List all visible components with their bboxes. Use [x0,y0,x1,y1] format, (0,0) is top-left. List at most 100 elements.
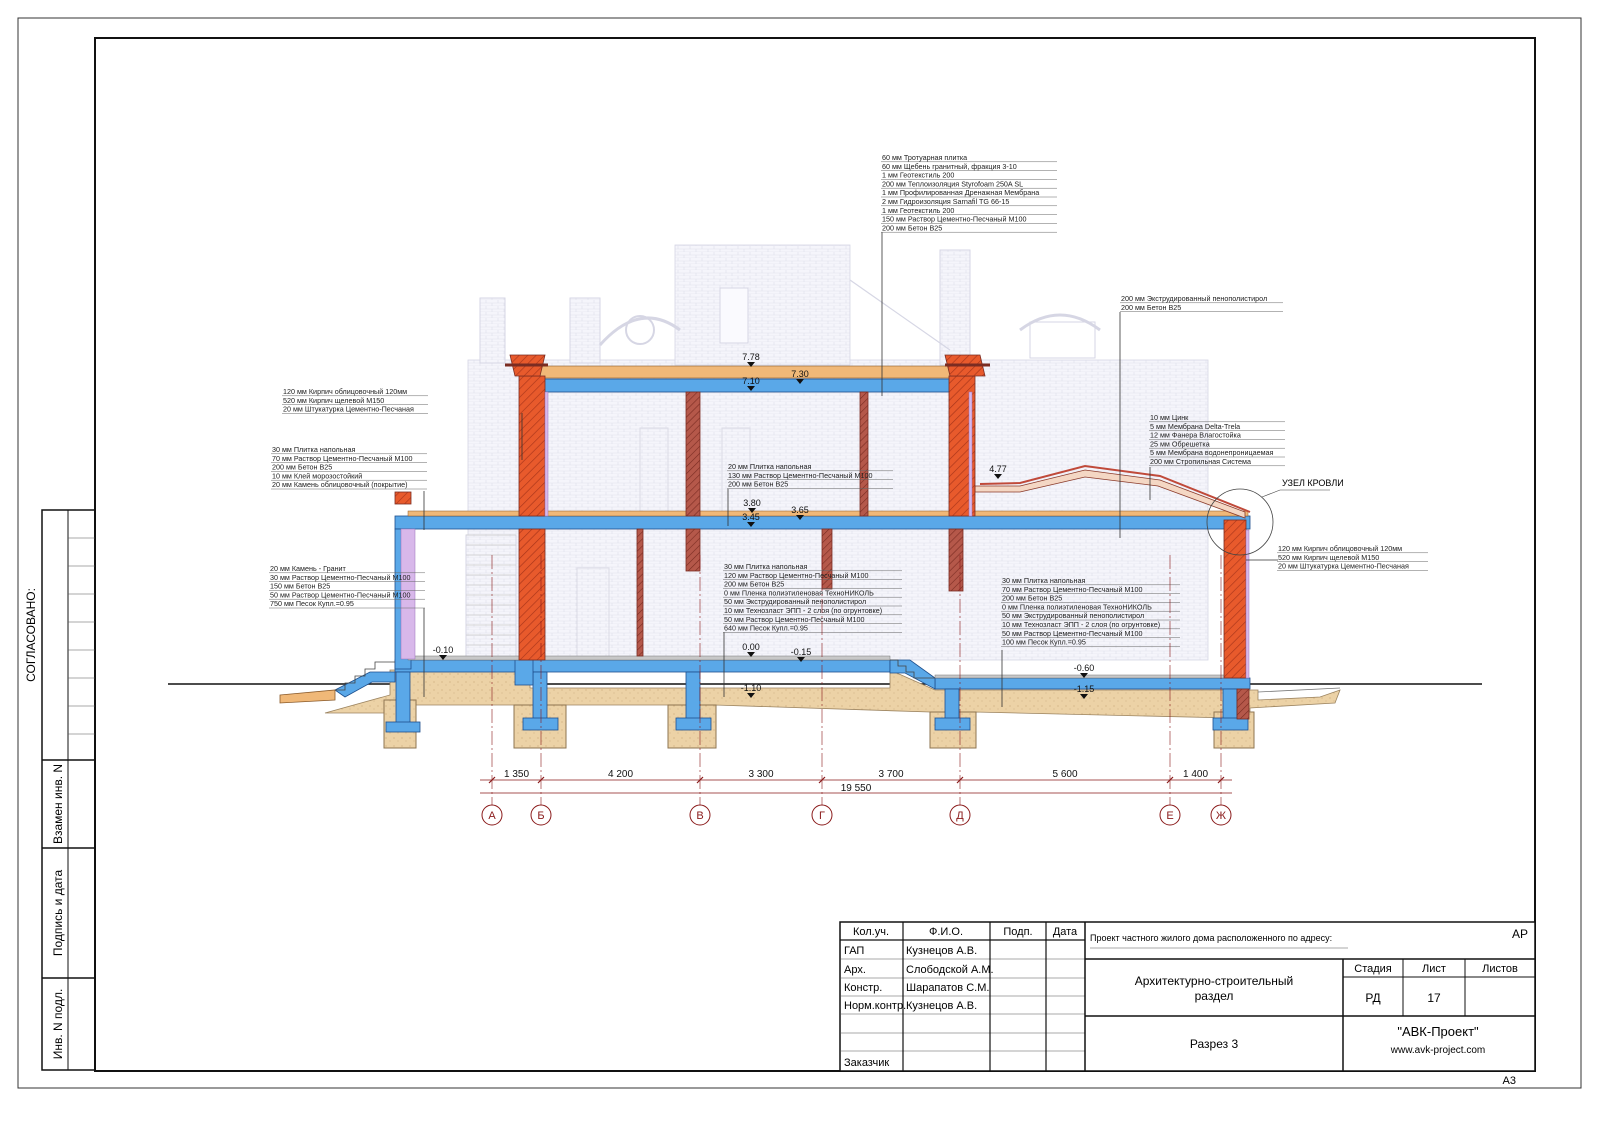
callout-line: 50 мм Экструдированный пенополистирол [1002,611,1144,620]
role-arch: Арх. [844,964,866,976]
axis-bubble [1159,804,1181,826]
axis-label: Е [1166,810,1173,822]
axis-label: Б [537,810,544,822]
callout-line: 100 мм Песок Купл.=0.95 [1002,638,1086,647]
sheet-value: 17 [1427,991,1441,1005]
callout-line: 30 мм Раствор Цементно-Песчаный М100 [270,573,410,582]
axis-bubble [949,804,971,826]
elevation-marker [747,652,755,657]
callout-line: 150 мм Раствор Цементно-Песчаный М100 [882,215,1026,224]
callout-line: 120 мм Кирпич облицовочный 120мм [1278,544,1402,553]
background-facade [465,244,1209,661]
axis-label: Ж [1216,810,1226,822]
dimension-segment: 4 200 [608,769,633,780]
elevation-label: 4.77 [989,464,1007,474]
callout-line: 10 мм Цинк [1150,413,1189,422]
company-site: www.avk-project.com [1390,1045,1485,1056]
drawing-name: Разрез 3 [1190,1037,1239,1051]
callout-line: 150 мм Бетон В25 [270,582,330,591]
callout-line: 50 мм Раствор Цементно-Песчаный М100 [270,590,410,599]
callout-line: 70 мм Раствор Цементно-Песчаный М100 [1002,585,1142,594]
callout-line: 10 мм Клей морозостойкий [272,471,362,480]
callout-line: 520 мм Кирпич щелевой М150 [1278,553,1379,562]
name-arch: Слободской А.М. [906,964,994,976]
callout-line: 200 мм Бетон В25 [1121,303,1181,312]
brick-walls [394,354,1250,720]
leader-lines [423,232,1278,707]
elevation-marker [747,362,755,367]
header-date: Дата [1053,926,1078,938]
callout-line: 20 мм Камень облицовочный (покрытие) [272,480,408,489]
elevation-marker [796,515,804,520]
callout-line: 200 мм Бетон В25 [1002,594,1062,603]
elevation-label: 3.80 [743,498,761,508]
elevation-label: -0.60 [1074,663,1095,673]
elevation-marker [1080,673,1088,678]
elevation-label: 0.00 [742,642,760,652]
role-constr: Констр. [844,982,882,994]
exterior-steps [279,534,1341,704]
elevation-marker [796,379,804,384]
header-name: Ф.И.О. [929,926,963,938]
callout-line: 130 мм Раствор Цементно-Песчаный М100 [728,471,872,480]
callout-line: 60 мм Щебень гранитный, фракция 3-10 [882,162,1017,171]
callout-line: 0 мм Пленка полиэтиленовая ТехноНИКОЛЬ [1002,602,1152,611]
callout-line: 20 мм Штукатурка Цементно-Песчаная [1278,562,1409,571]
elevation-marker [994,474,1002,479]
header-sign: Подп. [1003,926,1032,938]
elevation-marker [797,657,805,662]
elevation-marker [1080,694,1088,699]
callout-line: 60 мм Тротуарная плитка [882,153,967,162]
elevation-label: 7.30 [791,369,809,379]
callout-line: 30 мм Плитка напольная [272,445,355,454]
dimension-total: 19 550 [841,783,872,794]
callout-line: 30 мм Плитка напольная [724,562,807,571]
callout-line: 120 мм Раствор Цементно-Песчаный М100 [724,571,868,580]
callout-line: 200 мм Бетон В25 [728,480,788,489]
elevation-label: 7.10 [742,376,760,386]
callout-line: 200 мм Экструдированный пенополистирол [1121,294,1267,303]
title-block: Кол.уч. Ф.И.О. Подп. Дата ГАП Кузнецов А… [839,921,1536,1087]
callout-line: 50 мм Раствор Цементно-Песчаный М100 [724,615,864,624]
header-qty: Кол.уч. [853,926,889,938]
role-gap: ГАП [844,945,864,957]
callout-line: 200 мм Бетон В25 [882,223,942,232]
axis-label: Д [956,810,964,822]
axis-label: В [696,810,703,822]
axis-bubble [1210,804,1232,826]
callout-line: 2 мм Гидроизоляция Sarnafil TG 66-15 [882,197,1009,206]
callout-line: 200 мм Бетон В25 [724,580,784,589]
axis-bubble [811,804,833,826]
callout-line: 1 мм Профилированная Дренажная Мембрана [882,188,1039,197]
replace-inv-label: Взамен инв. N [51,764,65,844]
elevation-label: 7.78 [742,352,760,362]
callout-line: 120 мм Кирпич облицовочный 120мм [283,387,407,396]
callout-line: 200 мм Стропильная Система [1150,457,1251,466]
callout-line: 20 мм Камень - Гранит [270,564,347,573]
callout-line: 25 мм Обрешетка [1150,439,1210,448]
dimension-chain [480,779,1232,794]
sheet-label: Лист [1422,963,1446,975]
name-norm: Кузнецов А.В. [906,1000,977,1012]
callout-line: 50 мм Раствор Цементно-Песчаный М100 [1002,629,1142,638]
callout-line: 12 мм Фанера Влагостойка [1150,431,1241,440]
callout-line: 200 мм Теплоизоляция Styrofoam 250A SL [882,179,1023,188]
doc-code: АР [1512,927,1528,941]
company-name: "АВК-Проект" [1397,1024,1479,1039]
elevation-label: -1.10 [741,683,762,693]
callout-line: 10 мм Технозласт ЭПП - 2 слоя (по огрунт… [1002,620,1160,629]
roof-node-label: УЗЕЛ КРОВЛИ [1282,478,1344,488]
callout-line: 5 мм Мембрана Delta-Trela [1150,422,1240,431]
callout-line: 640 мм Песок Купл.=0.95 [724,624,808,633]
dimension-segment: 1 400 [1183,769,1208,780]
elevation-marker [747,386,755,391]
stage-label: Стадия [1354,963,1392,975]
axis-bubble [530,804,552,826]
callout-line: 750 мм Песок Купл.=0.95 [270,599,354,608]
sheets-label: Листов [1482,963,1518,975]
finish-layers [407,365,1251,679]
elevation-marker [747,693,755,698]
